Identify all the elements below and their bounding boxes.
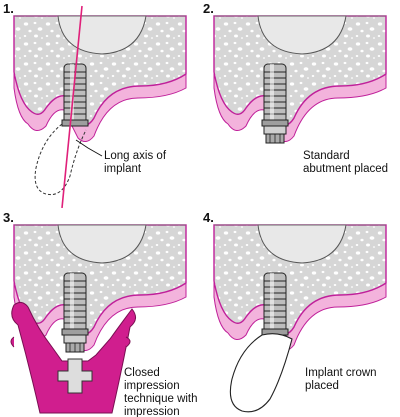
impression-coping xyxy=(57,358,93,394)
step-3-illustration xyxy=(10,224,187,414)
axis-leader-line xyxy=(75,139,103,157)
step-4-panel: 4. Implant crown placed xyxy=(200,209,400,417)
step-1-illustration xyxy=(13,5,187,208)
implant-crown xyxy=(229,333,293,413)
step-caption: Standard abutment placed xyxy=(303,150,389,175)
step-number: 3. xyxy=(3,210,14,225)
impression-tray xyxy=(11,301,136,414)
step-4-illustration xyxy=(213,224,387,413)
step-caption: Closed impression technique with impress… xyxy=(124,367,198,417)
step-caption: Implant crown placed xyxy=(305,367,377,392)
step-number: 1. xyxy=(3,1,14,16)
step-3-panel: 3. Closed impression technique with impr… xyxy=(0,209,200,417)
step-2-illustration xyxy=(213,15,387,144)
missing-tooth-outline xyxy=(34,123,87,196)
step-number: 2. xyxy=(203,1,214,16)
step-2-panel: 2. Standard abutment placed xyxy=(200,0,400,208)
step-number: 4. xyxy=(203,210,214,225)
implant-axis-line xyxy=(61,5,83,208)
step-1-panel: 1. Long axis of implant xyxy=(0,0,200,208)
step-caption: Long axis of implant xyxy=(104,150,167,175)
